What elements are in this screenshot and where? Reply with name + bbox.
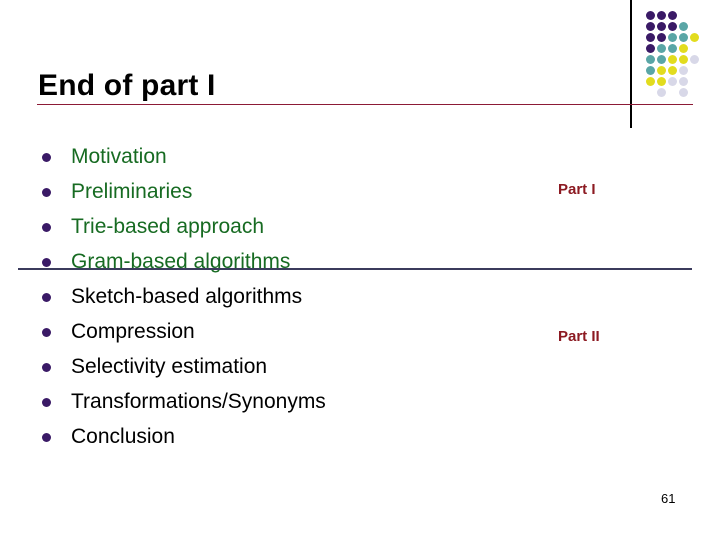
decoration-dot [657,77,666,86]
bullet-marker-icon [42,398,51,407]
decoration-dot [657,66,666,75]
bullet-marker-icon [42,328,51,337]
decoration-dot [646,66,655,75]
list-item-label: Transformations/Synonyms [71,390,326,413]
bullet-marker-icon [42,223,51,232]
list-item: Preliminaries [38,174,468,209]
decoration-dot [679,22,688,31]
list-item-label: Gram-based algorithms [71,250,291,273]
decoration-dot [646,55,655,64]
bullet-marker-icon [42,433,51,442]
section-divider-rule [18,268,692,270]
decoration-dot [646,11,655,20]
list-item-label: Preliminaries [71,180,193,203]
decoration-dot [668,77,677,86]
dot-grid-decoration-icon [646,11,702,97]
decoration-dot [657,55,666,64]
list-item-label: Sketch-based algorithms [71,285,303,308]
decoration-dot [657,22,666,31]
decoration-dot [690,33,699,42]
list-item-label: Motivation [71,145,167,168]
list-item-label: Trie-based approach [71,215,264,238]
decoration-dot [668,55,677,64]
vertical-rule [630,0,632,128]
page-title: End of part I [38,69,216,102]
bullet-marker-icon [42,258,51,267]
decoration-dot [668,44,677,53]
decoration-dot [646,22,655,31]
decoration-dot [679,88,688,97]
decoration-dot [657,88,666,97]
bullet-marker-icon [42,293,51,302]
list-item-label: Conclusion [71,425,175,448]
bullet-marker-icon [42,363,51,372]
decoration-dot [646,77,655,86]
decoration-dot [646,44,655,53]
decoration-dot [657,33,666,42]
title-underline-rule [37,104,693,105]
decoration-dot [668,11,677,20]
list-item: Transformations/Synonyms [38,384,468,419]
list-item: Compression [38,314,468,349]
decoration-dot [679,66,688,75]
bullet-marker-icon [42,153,51,162]
decoration-dot [679,33,688,42]
list-item: Motivation [38,139,468,174]
decoration-dot [646,33,655,42]
list-item: Gram-based algorithms [38,244,468,279]
decoration-dot [668,66,677,75]
list-item: Selectivity estimation [38,349,468,384]
list-item-label: Compression [71,320,195,343]
decoration-dot [679,44,688,53]
decoration-dot [690,55,699,64]
part-one-label: Part I [558,181,596,198]
decoration-dot [668,22,677,31]
bullet-marker-icon [42,188,51,197]
decoration-dot [657,11,666,20]
list-item: Trie-based approach [38,209,468,244]
part-two-label: Part II [558,328,600,345]
decoration-dot [679,55,688,64]
list-item-label: Selectivity estimation [71,355,268,378]
list-item: Sketch-based algorithms [38,279,468,314]
decoration-dot [657,44,666,53]
page-number: 61 [661,491,676,506]
list-item: Conclusion [38,419,468,454]
decoration-dot [679,77,688,86]
decoration-dot [668,33,677,42]
